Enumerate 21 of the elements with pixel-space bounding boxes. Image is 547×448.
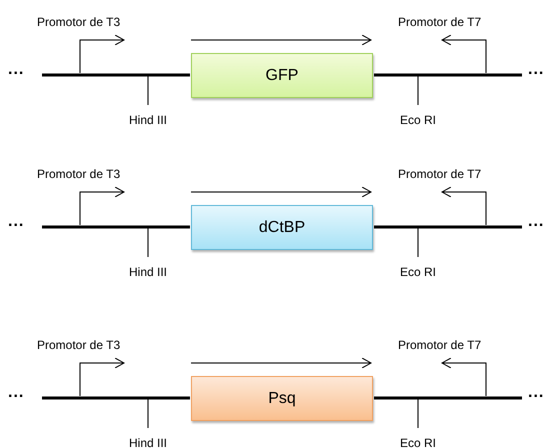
gene-box: GFP bbox=[191, 53, 373, 98]
restriction-site-label: Hind III bbox=[129, 436, 168, 448]
ellipsis-mark: ... bbox=[528, 63, 544, 77]
promoter-label: Promotor de T7 bbox=[398, 338, 482, 352]
promoter-label: Promotor de T3 bbox=[37, 338, 120, 352]
promoter-label: Promotor de T3 bbox=[37, 15, 120, 29]
restriction-site-label: Hind III bbox=[129, 265, 168, 279]
gene-box: Psq bbox=[191, 376, 373, 421]
gene-box: dCtBP bbox=[191, 205, 373, 250]
restriction-site-label: Eco RI bbox=[400, 265, 436, 279]
promoter-label: Promotor de T3 bbox=[37, 167, 120, 181]
restriction-site-label: Eco RI bbox=[400, 436, 436, 448]
ellipsis-mark: ... bbox=[8, 215, 24, 229]
promoter-label: Promotor de T7 bbox=[398, 167, 482, 181]
ellipsis-mark: ... bbox=[528, 386, 544, 400]
ellipsis-mark: ... bbox=[8, 386, 24, 400]
promoter-label: Promotor de T7 bbox=[398, 15, 482, 29]
restriction-site-label: Eco RI bbox=[400, 113, 436, 127]
ellipsis-mark: ... bbox=[8, 63, 24, 77]
restriction-site-label: Hind III bbox=[129, 113, 168, 127]
ellipsis-mark: ... bbox=[528, 215, 544, 229]
